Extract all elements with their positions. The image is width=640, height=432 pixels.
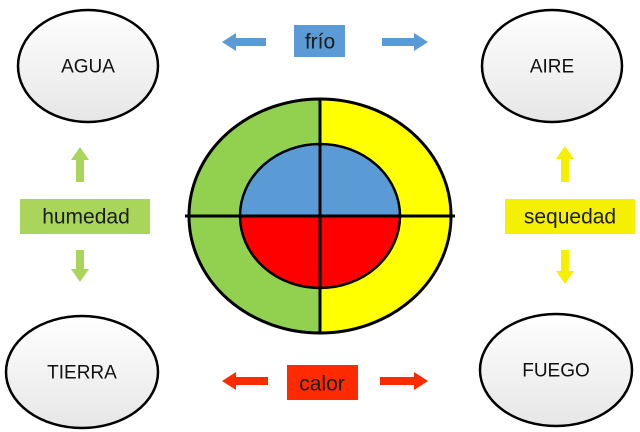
quality-frio: frío [222, 25, 428, 57]
frio-label-bg [294, 25, 345, 57]
double-arrow-left-right-icon [222, 372, 428, 390]
sequedad-label-bg [505, 199, 635, 234]
humedad-label: humedad [42, 206, 130, 229]
node-tierra-label: TIERRA [47, 363, 117, 384]
central-circle [185, 97, 455, 335]
quality-calor: calor [222, 365, 428, 400]
node-fuego: FUEGO [478, 312, 634, 428]
frio-label: frío [305, 31, 335, 54]
double-arrow-left-right-icon [222, 33, 428, 51]
node-agua-ellipse [16, 8, 160, 124]
humedad-label-bg [20, 199, 150, 234]
node-tierra-ellipse [4, 314, 160, 430]
calor-label: calor [299, 373, 345, 396]
node-aire: AIRE [480, 8, 624, 124]
quality-sequedad: sequedad [505, 146, 635, 284]
double-arrow-up-down-icon [556, 146, 574, 284]
node-agua-label: AGUA [61, 57, 115, 78]
sequedad-label: sequedad [524, 206, 616, 229]
node-aire-ellipse [480, 8, 624, 124]
node-aire-label: AIRE [530, 57, 574, 78]
calor-label-bg [287, 365, 358, 400]
node-tierra: TIERRA [4, 314, 160, 430]
node-fuego-ellipse [478, 312, 634, 428]
node-fuego-label: FUEGO [522, 361, 590, 382]
double-arrow-up-down-icon [71, 147, 89, 282]
node-agua: AGUA [16, 8, 160, 124]
quality-humedad: humedad [20, 147, 150, 282]
